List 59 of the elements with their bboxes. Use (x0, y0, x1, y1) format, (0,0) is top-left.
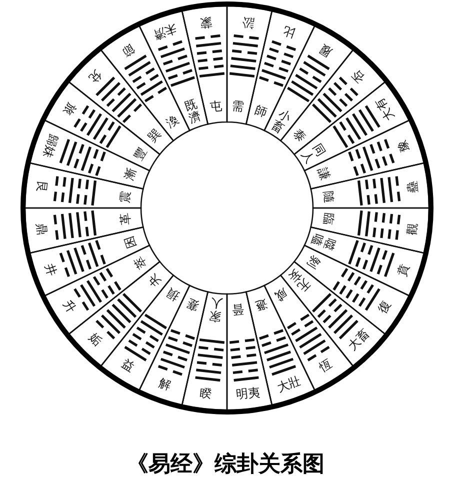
hexagram-name: 觀 (406, 222, 420, 236)
hexagram-sector (309, 208, 430, 254)
hexagram-name: 屯 (208, 99, 222, 114)
hexagram-name: 歸妹 (40, 132, 61, 160)
hexagram-name: 明夷 (235, 386, 261, 402)
hexagram-sector (24, 208, 145, 254)
hexagram-name: 隨 (321, 190, 336, 204)
hexagram-name: 旅 (60, 100, 78, 118)
hexagram-name: 睽 (199, 386, 213, 402)
hexagram-name: 遯 (252, 296, 269, 312)
hexagram-name: 豫 (395, 138, 412, 154)
hexagram-name: 革 (118, 212, 133, 226)
hexagram-name: 復 (376, 298, 394, 316)
hexagram-name: 師 (252, 104, 269, 120)
hexagram-name: 恆 (318, 358, 336, 376)
hexagram-name: 比 (280, 23, 297, 40)
hexagram-name: 大壯 (275, 374, 302, 395)
hexagram-name: 未濟 (152, 21, 179, 42)
hexagram-name: 益 (118, 358, 136, 376)
caption: 《易经》综卦关系图 (126, 450, 324, 479)
hexagram-name: 臨 (321, 212, 336, 226)
hexagram-name: 蹇 (185, 296, 202, 312)
hexagram-sector (227, 5, 273, 126)
hexagram-name: 豐 (132, 145, 150, 162)
hexagram-name: 賁 (395, 262, 412, 278)
hexagram-name: 姤 (86, 331, 104, 350)
hexagram-name: 晉 (232, 302, 246, 317)
hexagram-sector (24, 162, 145, 209)
hexagram-name: 損 (164, 286, 182, 304)
hexagram-name: 履 (318, 40, 336, 58)
hexagram-name: 謙 (315, 166, 332, 182)
hexagram-sector (29, 226, 151, 297)
hexagram-name: 大有 (373, 94, 398, 122)
hexagram-name: 艮 (34, 180, 48, 194)
hexagram-name: 蒙 (199, 14, 213, 30)
hexagram-name: 家人 (208, 296, 224, 324)
hexagram-sector (227, 290, 273, 411)
hexagram-name: 升 (60, 298, 78, 316)
hexagram-name: 噬嗑 (308, 232, 338, 252)
hexagram-name: 震 (118, 190, 133, 204)
hexagram-sector (181, 290, 228, 411)
hexagram-name: 渙 (164, 112, 182, 130)
hexagram-name: 需 (232, 99, 246, 114)
hexagram-sector (181, 5, 227, 126)
hexagram-name: 大畜 (346, 327, 372, 354)
hexagram-name: 鼎 (34, 222, 48, 236)
hexagram-name: 巽 (146, 126, 164, 145)
hexagram-name: 否 (350, 66, 368, 85)
hexagram-name: 困 (122, 234, 139, 250)
hexagram-name: 兌 (86, 66, 104, 85)
hexagram-name: 漸 (122, 166, 139, 182)
hexagram-name: 夬 (146, 271, 164, 290)
hexagram-name: 蠱 (406, 180, 420, 194)
hexagram-name: 節 (118, 40, 136, 58)
hexagram-name: 解 (157, 376, 174, 393)
hexagram-name: 井 (42, 262, 59, 278)
hexagram-name: 既濟 (183, 97, 204, 126)
hexagram-name: 萃 (132, 254, 150, 271)
hexagram-name: 訟 (241, 14, 255, 30)
